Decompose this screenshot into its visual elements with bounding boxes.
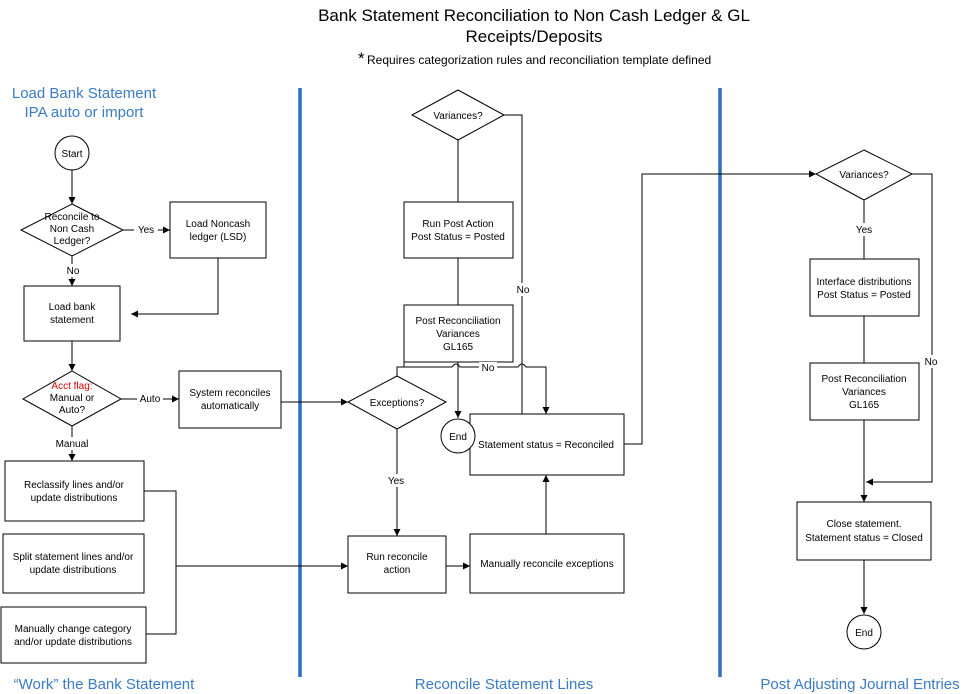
exceptions-decision: [346, 375, 448, 430]
statement-reconciled-box: [469, 413, 625, 476]
manual-change-line1: Manually change category: [15, 624, 132, 635]
reclassify-box: [4, 460, 145, 522]
manually-reconcile-box: [469, 533, 625, 594]
load-bank-line1: Load bank: [49, 302, 97, 313]
system-reconciles-line2: automatically: [201, 401, 259, 412]
run-reconcile-line1: Run reconcile: [366, 552, 428, 563]
manual-change-line2: and/or update distributions: [14, 637, 132, 648]
post-recon-right-line3: GL165: [849, 400, 879, 411]
load-bank-line2: statement: [50, 315, 94, 326]
load-noncash-box: [169, 201, 267, 259]
arrow-noncash-to-load-bank: [131, 258, 219, 318]
variances-right-label: Variances?: [839, 170, 889, 181]
label-yes-noncash: Yes: [138, 225, 154, 236]
post-recon-mid-line3: GL165: [443, 342, 473, 353]
end-right-node: [846, 614, 882, 650]
start-node: [54, 135, 90, 171]
close-statement-line2: Statement status = Closed: [805, 533, 923, 544]
reconcile-noncash-line1: Reconcile to: [44, 212, 99, 223]
section-load-heading: Load Bank Statement: [12, 85, 157, 102]
diagram-subtitle: Receipts/Deposits: [465, 27, 602, 46]
reconcile-noncash-decision: [19, 203, 125, 257]
arrow-variances-right-no: [866, 173, 933, 486]
start-label: Start: [61, 149, 82, 160]
variances-mid-decision: [410, 89, 506, 141]
end-right-label: End: [855, 628, 873, 639]
interface-distributions-box: [809, 258, 920, 317]
requirements-note: Requires categorization rules and reconc…: [367, 53, 711, 67]
bracket-work-boxes: [144, 490, 177, 635]
label-no-exceptions: No: [482, 363, 495, 374]
manually-reconcile-label: Manually reconcile exceptions: [480, 559, 613, 570]
post-recon-right-line1: Post Reconciliation: [821, 374, 906, 385]
split-lines-line1: Split statement lines and/or: [13, 552, 134, 563]
label-yes-exceptions: Yes: [388, 476, 404, 487]
label-auto: Auto: [140, 394, 161, 405]
label-manual: Manual: [56, 439, 89, 450]
arrow-reconciled-to-variances-right: [624, 170, 816, 445]
exceptions-label: Exceptions?: [370, 398, 425, 409]
label-no-variances-right: No: [925, 357, 938, 368]
close-statement-line1: Close statement.: [826, 519, 901, 530]
label-no-noncash: No: [67, 266, 80, 277]
end-mid-label: End: [449, 432, 467, 443]
reclassify-line2: update distributions: [31, 493, 118, 504]
load-noncash-line2: ledger (LSD): [190, 232, 247, 243]
section-load-subheading: IPA auto or import: [25, 104, 145, 121]
acct-flag-line2: Auto?: [59, 405, 86, 416]
interface-distributions-line2: Post Status = Posted: [817, 290, 911, 301]
load-bank-box: [23, 285, 121, 342]
variances-right-decision: [814, 149, 914, 201]
reconcile-noncash-line2: Non Cash: [50, 224, 94, 235]
variances-mid-label: Variances?: [433, 111, 483, 122]
post-recon-mid-line1: Post Reconciliation: [415, 316, 500, 327]
system-reconciles-box: [178, 370, 282, 429]
load-noncash-line1: Load Noncash: [186, 219, 251, 230]
run-post-action-line1: Run Post Action: [422, 219, 493, 230]
statement-reconciled-label: Statement status = Reconciled: [478, 440, 614, 451]
post-recon-right-line2: Variances: [842, 387, 886, 398]
acct-flag-red-label: Acct flag:: [51, 381, 92, 392]
system-reconciles-line1: System reconciles: [189, 388, 270, 399]
reconcile-noncash-line3: Ledger?: [54, 236, 91, 247]
interface-distributions-line1: Interface distributions: [816, 277, 911, 288]
diagram-title: Bank Statement Reconciliation to Non Cas…: [318, 6, 750, 25]
acct-flag-line1: Manual or: [50, 393, 95, 404]
post-recon-mid-line2: Variances: [436, 329, 480, 340]
section-work-heading: “Work” the Bank Statement: [14, 676, 195, 693]
arrow-variances-no-to-end: [475, 114, 523, 441]
post-recon-mid-box: [403, 304, 514, 363]
run-post-action-box: [403, 201, 514, 259]
acct-flag-decision: [21, 370, 123, 427]
manual-change-box: [0, 606, 147, 664]
note-asterisk: *: [358, 49, 365, 68]
label-no-variances-mid: No: [517, 285, 530, 296]
label-yes-variances-right: Yes: [856, 225, 872, 236]
run-reconcile-box: [347, 535, 447, 594]
run-reconcile-line2: action: [384, 565, 411, 576]
reclassify-line1: Reclassify lines and/or: [24, 480, 125, 491]
post-recon-right-box: [809, 362, 920, 421]
run-post-action-line2: Post Status = Posted: [411, 232, 505, 243]
split-lines-box: [2, 533, 145, 594]
section-post-heading: Post Adjusting Journal Entries: [760, 676, 959, 693]
split-lines-line2: update distributions: [30, 565, 117, 576]
close-statement-box: [796, 501, 932, 561]
end-mid-node: [440, 418, 476, 454]
section-reconcile-heading: Reconcile Statement Lines: [415, 676, 593, 693]
